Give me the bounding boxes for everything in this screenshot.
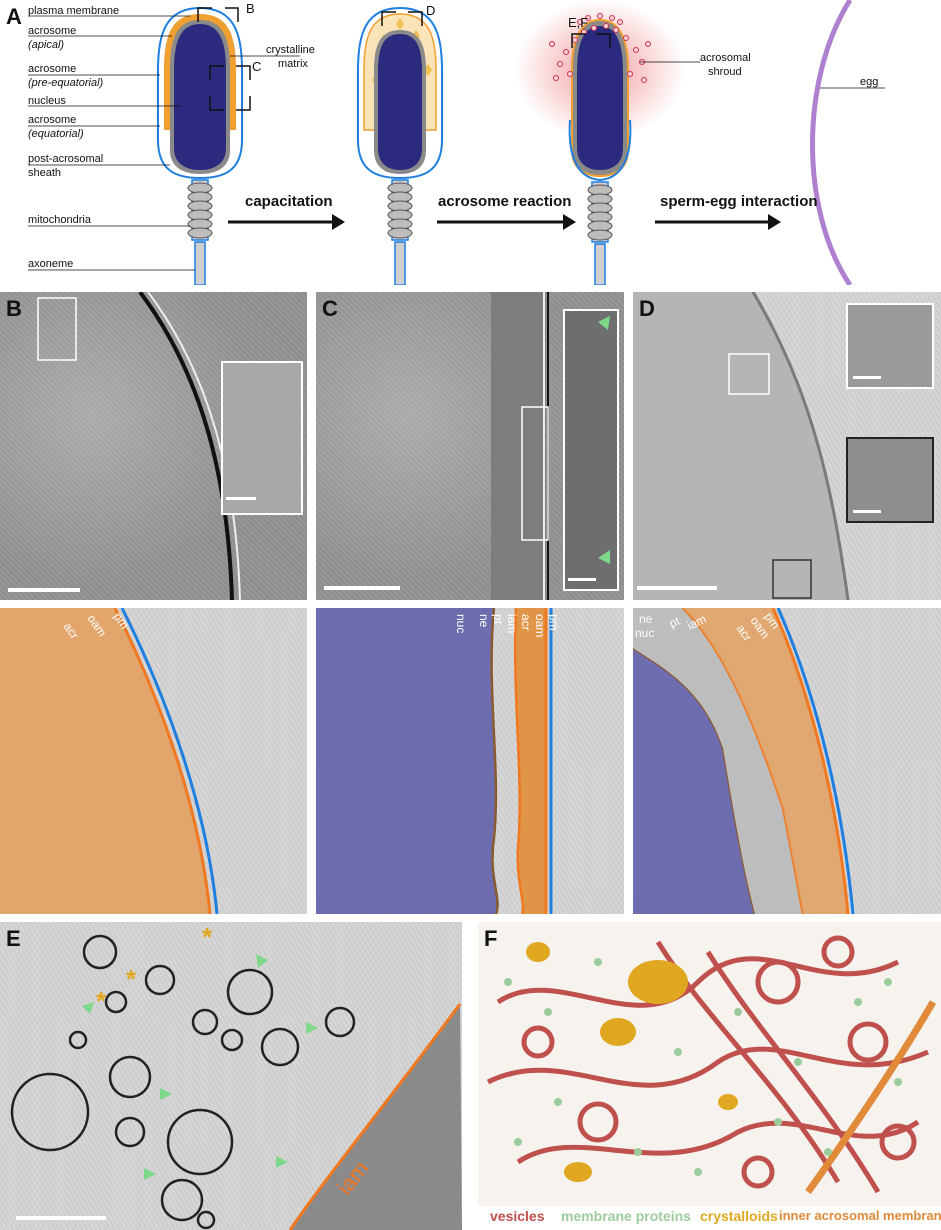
box-label-b: B xyxy=(246,1,255,16)
label-egg: egg xyxy=(860,76,879,88)
label-mitochondria: mitochondria xyxy=(28,214,91,226)
label-crystalline: crystalline xyxy=(266,44,315,56)
label-plasma-membrane: plasma membrane xyxy=(28,5,120,17)
legend-crystalloids: crystalloids xyxy=(700,1208,778,1224)
legend-inner-acrosomal-membrane: inner acrosomal membrane xyxy=(779,1208,941,1223)
label-acrosome-apical-sub: (apical) xyxy=(28,39,65,51)
panel-d-letter: D xyxy=(639,296,655,321)
panel-d-segmentation: ne nuc pt iam pm oam acr xyxy=(633,608,941,914)
panel-b-tomogram xyxy=(0,292,307,600)
panel-b-letter: B xyxy=(6,296,22,321)
seg-label-pm-c: pm xyxy=(547,614,561,631)
seg-label-iam: iam xyxy=(505,614,519,634)
panel-c-tomogram xyxy=(316,292,624,600)
panel-b-segmentation: pm oam acr xyxy=(0,608,307,914)
step-capacitation: capacitation xyxy=(245,193,333,210)
seg-label-nuc: nuc xyxy=(454,614,468,634)
label-acrosome-apical: acrosome xyxy=(28,25,77,37)
seg-label-ne: ne xyxy=(477,614,491,628)
label-crystalline-sub: matrix xyxy=(278,58,308,70)
label-axoneme: axoneme xyxy=(28,258,74,270)
panel-d-inset2-scalebar xyxy=(853,510,881,513)
seg-label-nuc-d: nuc xyxy=(635,626,655,640)
panel-b-inset-scalebar xyxy=(226,497,256,500)
label-acrosome-eq: acrosome xyxy=(28,114,77,126)
asterisk-3: * xyxy=(96,986,107,1016)
asterisk-2: * xyxy=(126,964,137,994)
seg-label-acr-c: acr xyxy=(519,614,533,631)
label-nucleus: nucleus xyxy=(28,95,66,107)
sperm-2 xyxy=(357,6,443,285)
seg-label-oam-c: oam xyxy=(533,614,547,638)
label-post-acrosomal: post-acrosomal xyxy=(28,153,104,165)
seg-label-pt: pt xyxy=(491,614,505,625)
panel-e-scalebar xyxy=(16,1216,106,1220)
panel-e-tomogram: * * * iam xyxy=(0,922,462,1230)
legend-membrane-proteins: membrane proteins xyxy=(561,1208,691,1224)
panel-d-scalebar xyxy=(637,586,717,590)
panel-c-inset-scalebar xyxy=(568,578,596,581)
box-label-ef: E,F xyxy=(568,15,589,30)
legend-vesicles: vesicles xyxy=(490,1208,545,1224)
label-acrosome-eq-sub: (equatorial) xyxy=(28,128,84,140)
label-acrosomal-shroud: acrosomal xyxy=(700,52,751,64)
step-acrosome-reaction: acrosome reaction xyxy=(438,193,572,210)
panel-a-diagram xyxy=(28,0,885,285)
panel-e-letter: E xyxy=(6,926,21,951)
asterisk-1: * xyxy=(202,922,213,952)
sperm-3 xyxy=(515,0,700,285)
panel-a-letter: A xyxy=(6,4,22,29)
panel-f-segmentation xyxy=(478,922,941,1206)
box-label-c: C xyxy=(252,59,262,74)
label-acrosomal-shroud-sub: shroud xyxy=(708,66,742,78)
label-post-acrosomal-sub: sheath xyxy=(28,167,62,179)
seg-label-ne-d: ne xyxy=(639,612,653,626)
panel-d-tomogram xyxy=(633,292,941,600)
panel-c-segmentation: nuc ne pt iam acr oam pm xyxy=(316,608,624,914)
label-acrosome-preeq: acrosome xyxy=(28,63,77,75)
panel-f-letter: F xyxy=(484,926,498,951)
panel-b-scalebar xyxy=(8,588,80,592)
box-label-d: D xyxy=(426,3,436,18)
panel-c-letter: C xyxy=(322,296,338,321)
step-sperm-egg: sperm-egg interaction xyxy=(660,193,818,210)
label-acrosome-preeq-sub: (pre-equatorial) xyxy=(28,77,104,89)
panel-c-scalebar xyxy=(324,586,400,590)
sperm-1 xyxy=(28,6,300,285)
panel-d-inset1-scalebar xyxy=(853,376,881,379)
